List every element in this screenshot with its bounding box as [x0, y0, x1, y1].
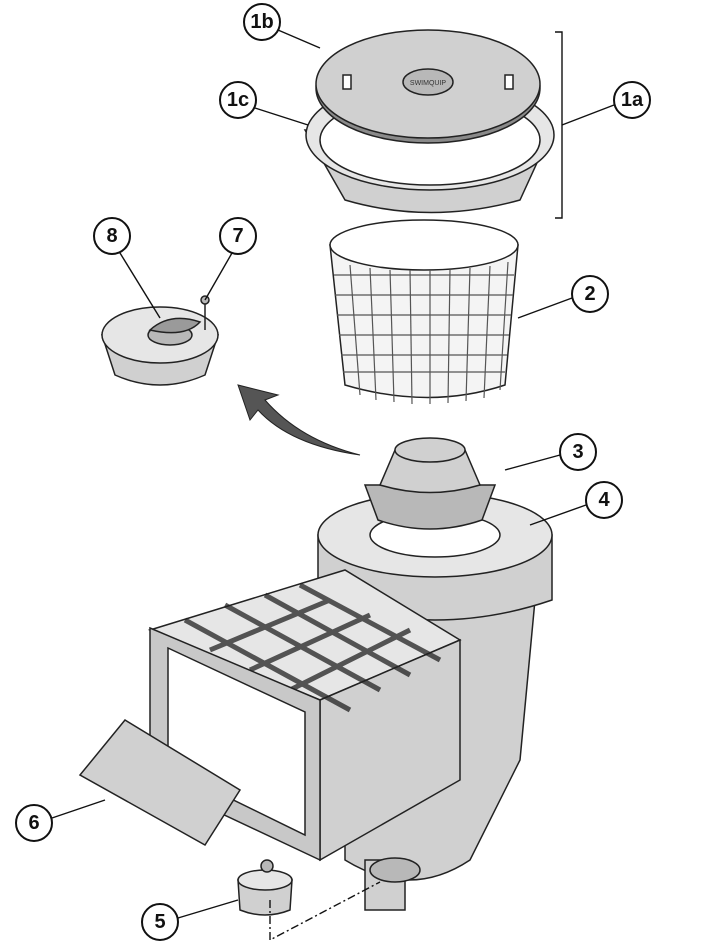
direction-arrow: [237, 384, 361, 456]
svg-text:3: 3: [572, 441, 583, 463]
lid: SWIMQUIP: [315, 29, 541, 144]
weir-flap: [78, 719, 242, 847]
basket: [329, 219, 519, 405]
callout-7: 7: [219, 217, 257, 255]
svg-text:8: 8: [106, 225, 117, 247]
svg-text:6: 6: [28, 812, 39, 834]
leader-lines: [51, 29, 615, 919]
svg-text:4: 4: [598, 489, 610, 511]
float-valve: [363, 437, 497, 530]
svg-text:7: 7: [232, 225, 243, 247]
svg-text:1b: 1b: [250, 11, 273, 33]
callout-6: 6: [15, 804, 53, 842]
svg-text:1a: 1a: [621, 89, 644, 111]
callout-1c: 1c: [219, 81, 257, 119]
callout-3: 3: [559, 433, 597, 471]
callout-4: 4: [585, 481, 623, 519]
plug: [237, 859, 293, 916]
skimmer-body: [147, 492, 553, 911]
callout-5: 5: [141, 903, 179, 941]
callout-2: 2: [571, 275, 609, 313]
callout-1a: 1a: [613, 81, 651, 119]
callout-1b: 1b: [243, 3, 281, 41]
svg-text:2: 2: [584, 283, 595, 305]
vacuum-plate: [100, 295, 220, 386]
lid-logo: SWIMQUIP: [410, 80, 446, 87]
assembly-bracket: [555, 31, 563, 219]
svg-text:1c: 1c: [227, 89, 249, 111]
callout-8: 8: [93, 217, 131, 255]
svg-text:5: 5: [154, 911, 165, 933]
plug-dashed-guide: [269, 881, 381, 942]
